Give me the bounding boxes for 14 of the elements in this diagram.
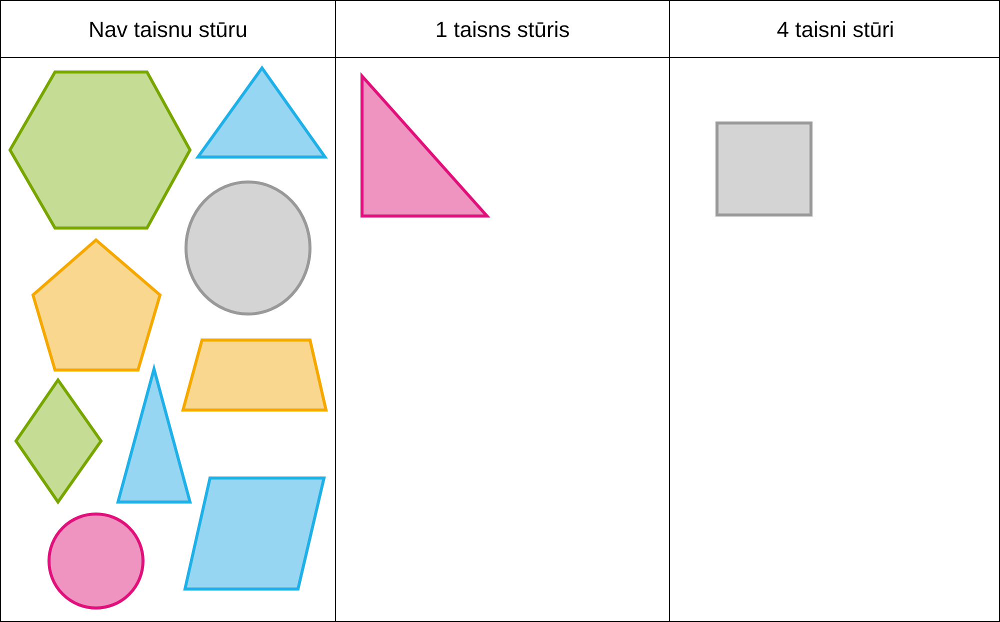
square-shape (716, 122, 812, 216)
triangle-shape (195, 65, 328, 158)
triangle-shape (116, 363, 192, 504)
column-header: 1 taisns stūris (435, 16, 570, 44)
column-header: Nav taisnu stūru (88, 16, 248, 44)
parallelogram-shape (183, 476, 326, 590)
column-header: 4 taisni stūri (776, 16, 894, 44)
circle-shape (48, 512, 144, 610)
pentagon-shape (31, 238, 162, 372)
trapezoid-shape (181, 338, 328, 412)
right-triangle-shape (360, 72, 490, 218)
rhombus-shape (14, 377, 103, 505)
hexagon-shape (8, 70, 192, 230)
oval-shape (184, 180, 312, 316)
